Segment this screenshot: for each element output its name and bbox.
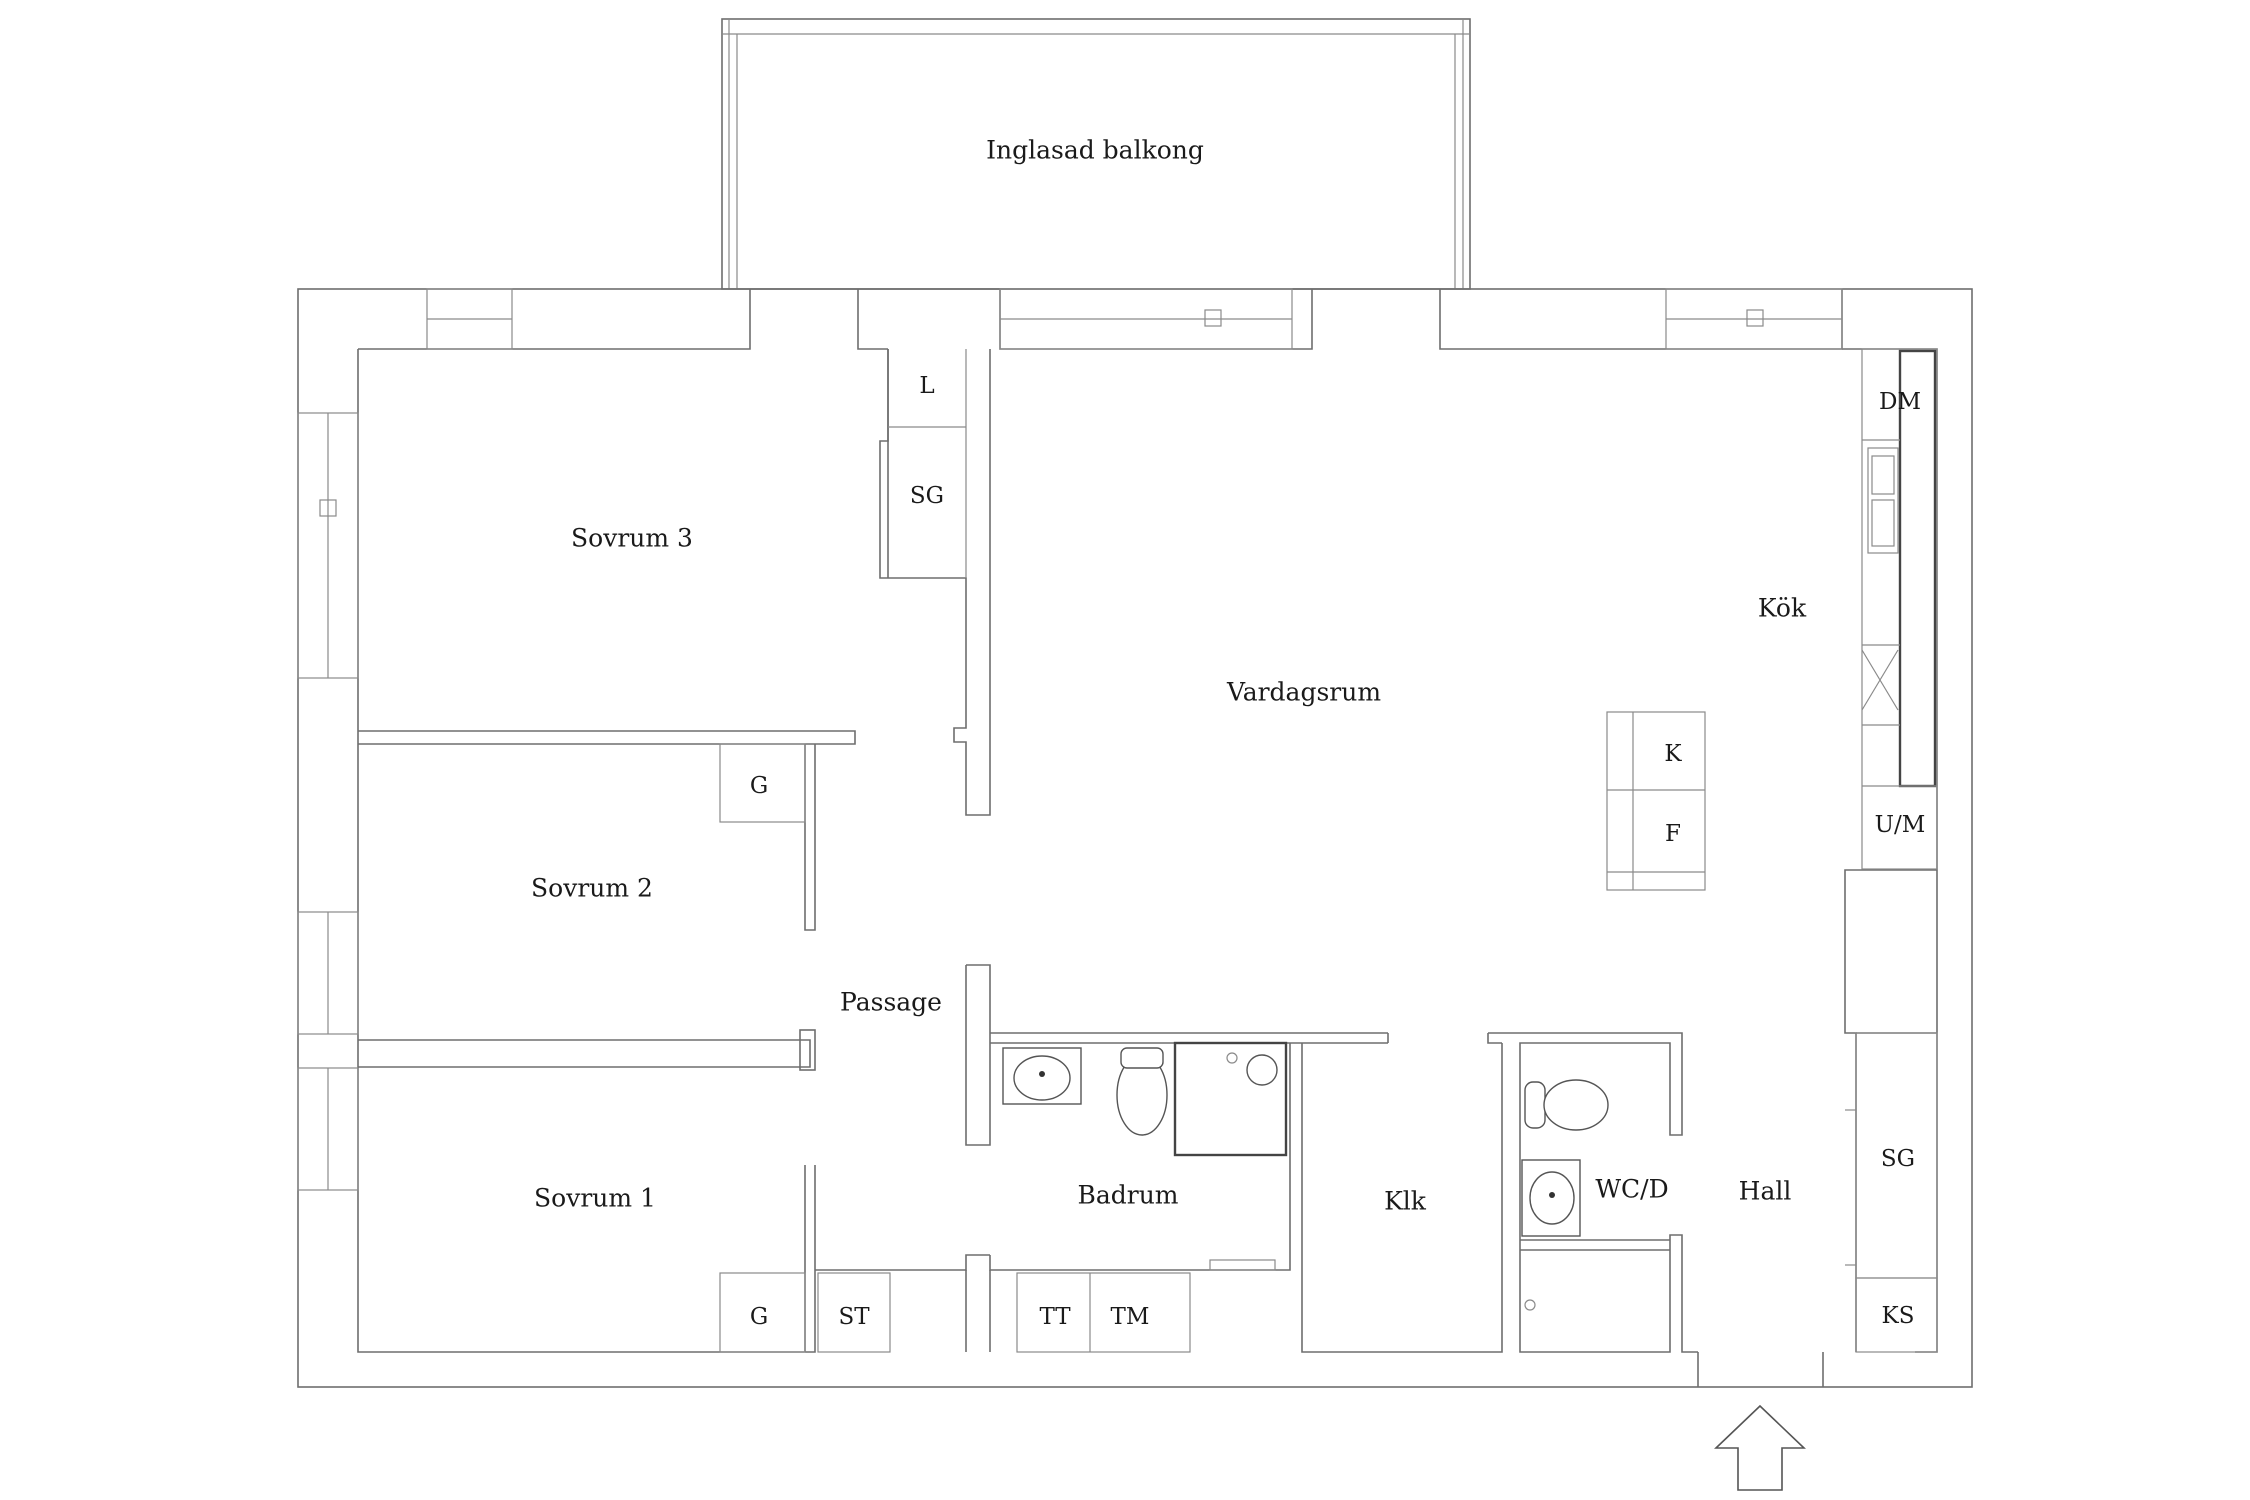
- fixtures: [719, 348, 1938, 1353]
- label-fridge: K: [1664, 741, 1682, 767]
- label-dryer: TT: [1039, 1304, 1071, 1330]
- entrance-arrow-icon: [1714, 1404, 1806, 1491]
- label-cold-storage: KS: [1882, 1303, 1915, 1329]
- label-bedroom-1: Sovrum 1: [534, 1184, 656, 1213]
- label-balcony: Inglasad balkong: [986, 136, 1204, 165]
- label-washer: TM: [1111, 1304, 1150, 1330]
- label-bathroom: Badrum: [1077, 1181, 1178, 1210]
- label-bedroom-3: Sovrum 3: [571, 524, 693, 553]
- label-linen: L: [919, 373, 934, 399]
- label-wardrobe-g-bedroom1: G: [750, 1304, 768, 1330]
- label-bedroom-2: Sovrum 2: [531, 874, 653, 903]
- label-kitchen: Kök: [1758, 594, 1807, 623]
- fixture-labels: L SG G G ST TT TM DM K F U/M SG KS: [750, 373, 1926, 1330]
- label-oven-micro: U/M: [1875, 812, 1926, 838]
- label-wardrobe-sg-hall: SG: [1881, 1146, 1915, 1172]
- label-wc: WC/D: [1595, 1175, 1668, 1204]
- label-storage: ST: [838, 1304, 870, 1330]
- label-living-room: Vardagsrum: [1226, 678, 1381, 707]
- label-hall: Hall: [1739, 1177, 1792, 1206]
- label-passage: Passage: [840, 988, 942, 1017]
- label-wardrobe-g-bedroom2: G: [750, 773, 768, 799]
- label-wardrobe-sg-top: SG: [910, 483, 944, 509]
- room-labels: Inglasad balkong Sovrum 3 Sovrum 2 Sovru…: [531, 136, 1807, 1216]
- label-freezer: F: [1665, 821, 1681, 847]
- label-dishwasher: DM: [1879, 389, 1921, 415]
- label-walk-in-closet: Klk: [1384, 1187, 1427, 1216]
- outer-walls: [297, 288, 1973, 1388]
